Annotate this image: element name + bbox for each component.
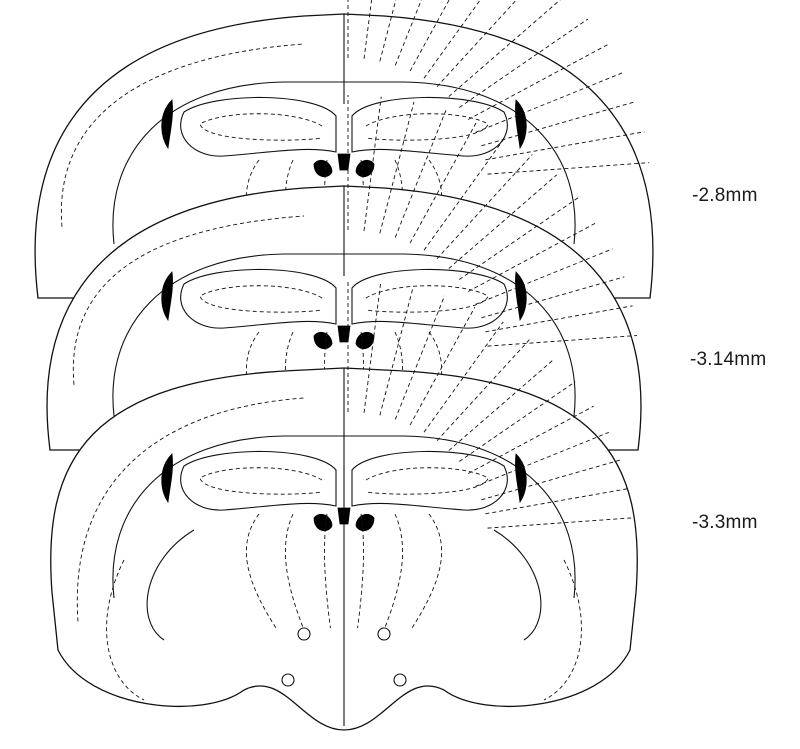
section-3-cortical-boundary bbox=[394, 295, 445, 420]
section-3-thalamic-boundary bbox=[411, 513, 443, 629]
section-2-cortical-boundary bbox=[487, 335, 638, 347]
section-2-cortical-boundary bbox=[379, 101, 415, 234]
section-3-cortical-boundary bbox=[423, 321, 504, 433]
section-1-cortical-boundary bbox=[487, 162, 650, 175]
section-2-hippocampus-left bbox=[180, 268, 337, 329]
section-2-cortical-boundary bbox=[436, 154, 533, 260]
section-3-cortical-boundary bbox=[468, 405, 594, 474]
section-3-hippocampus-layer-right bbox=[365, 467, 489, 495]
section-3-left-cortex-contour bbox=[76, 397, 305, 622]
section-3-cortical-boundary bbox=[458, 381, 576, 462]
section-1-cortical-boundary bbox=[475, 72, 624, 133]
section-2-ventricle-right bbox=[515, 271, 527, 322]
section-2-cortical-boundary bbox=[423, 136, 506, 251]
temporal-lobe-contour bbox=[543, 559, 582, 701]
section-1-cortical-boundary bbox=[448, 0, 561, 97]
section-1-hippocampus-layer-left bbox=[199, 113, 323, 141]
section-3-thalamic-boundary bbox=[324, 513, 331, 629]
section-label-1: -2.8mm bbox=[692, 185, 758, 206]
section-3-cortical-boundary bbox=[363, 282, 382, 413]
section-2-hippocampus-layer-right bbox=[365, 285, 489, 313]
temporal-lobe-contour bbox=[106, 559, 145, 701]
brainstem-nucleus bbox=[393, 673, 407, 687]
section-1-habenula-left bbox=[313, 159, 333, 178]
brainstem-nucleus bbox=[297, 627, 311, 641]
section-2-cortical-boundary bbox=[481, 276, 625, 319]
section-label-2: -3.14mm bbox=[690, 349, 767, 370]
section-3-hippocampus-right bbox=[351, 450, 508, 511]
section-3-habenula-left bbox=[313, 513, 333, 532]
section-2-cortical-boundary bbox=[363, 96, 382, 231]
section-3-hippocampus-layer-left bbox=[199, 467, 323, 495]
section-1-hippocampus-layer-right bbox=[365, 113, 489, 141]
section-3-cortical-boundary bbox=[487, 517, 634, 529]
section-3-hippocampus-left bbox=[180, 450, 337, 511]
section-3-ventricle-right bbox=[515, 453, 527, 504]
section-2-habenula-right bbox=[355, 331, 375, 350]
cerebral-peduncle bbox=[493, 529, 542, 641]
section-1-cortical-boundary bbox=[394, 0, 422, 66]
section-3-habenula-right bbox=[355, 513, 375, 532]
section-2-inner-boundary bbox=[112, 253, 576, 417]
section-3-thalamic-boundary bbox=[245, 513, 277, 629]
section-1-ventricle-right bbox=[515, 99, 527, 150]
section-2-cortical-boundary bbox=[448, 174, 558, 269]
section-1-hippocampus-right bbox=[351, 96, 508, 157]
section-1-cortical-boundary bbox=[485, 131, 645, 161]
section-label-3: -3.3mm bbox=[692, 512, 758, 533]
section-3-ventricle-left bbox=[161, 453, 173, 504]
section-3-cortical-boundary bbox=[409, 307, 476, 426]
section-2-cortical-boundary bbox=[475, 248, 613, 305]
cerebral-peduncle bbox=[146, 529, 195, 641]
section-3-cortical-boundary bbox=[448, 358, 555, 451]
section-2-hippocampus-layer-left bbox=[199, 285, 323, 313]
section-2-cortical-boundary bbox=[485, 305, 633, 333]
brain-section-3 bbox=[50, 280, 638, 731]
section-2-habenula-left bbox=[313, 331, 333, 350]
section-1-cortical-boundary bbox=[409, 0, 450, 72]
section-2-cortical-boundary bbox=[468, 221, 598, 292]
section-3-thalamic-boundary bbox=[357, 513, 364, 629]
section-1-cortical-boundary bbox=[458, 18, 589, 108]
section-3-cortical-boundary bbox=[436, 338, 531, 442]
section-1-cortical-boundary bbox=[481, 101, 636, 147]
brainstem-nucleus bbox=[281, 673, 295, 687]
section-1-inner-boundary bbox=[112, 81, 576, 245]
brainstem-nucleus bbox=[377, 627, 391, 641]
section-1-cortical-boundary bbox=[363, 0, 373, 59]
section-2-ventricle-left bbox=[161, 271, 173, 322]
section-2-cortical-boundary bbox=[394, 110, 447, 238]
section-3-inner-boundary bbox=[112, 435, 576, 599]
section-2-cortical-boundary bbox=[458, 197, 579, 280]
section-1-cortical-boundary bbox=[379, 0, 397, 62]
section-1-ventricle-left bbox=[161, 99, 173, 150]
section-2-left-cortex-contour bbox=[72, 215, 305, 385]
section-3-cortical-boundary bbox=[379, 287, 414, 416]
section-2-hippocampus-right bbox=[351, 268, 508, 329]
section-3-cortical-boundary bbox=[475, 431, 609, 487]
section-3-cortical-boundary bbox=[485, 488, 629, 515]
section-1-left-cortex-contour bbox=[60, 43, 305, 227]
section-1-cortical-boundary bbox=[468, 44, 608, 120]
section-1-habenula-right bbox=[355, 159, 375, 178]
section-2-cortical-boundary bbox=[409, 121, 477, 244]
section-3-cortical-boundary bbox=[481, 459, 621, 501]
section-3-third-ventricle bbox=[337, 507, 351, 525]
section-1-hippocampus-left bbox=[180, 96, 337, 157]
